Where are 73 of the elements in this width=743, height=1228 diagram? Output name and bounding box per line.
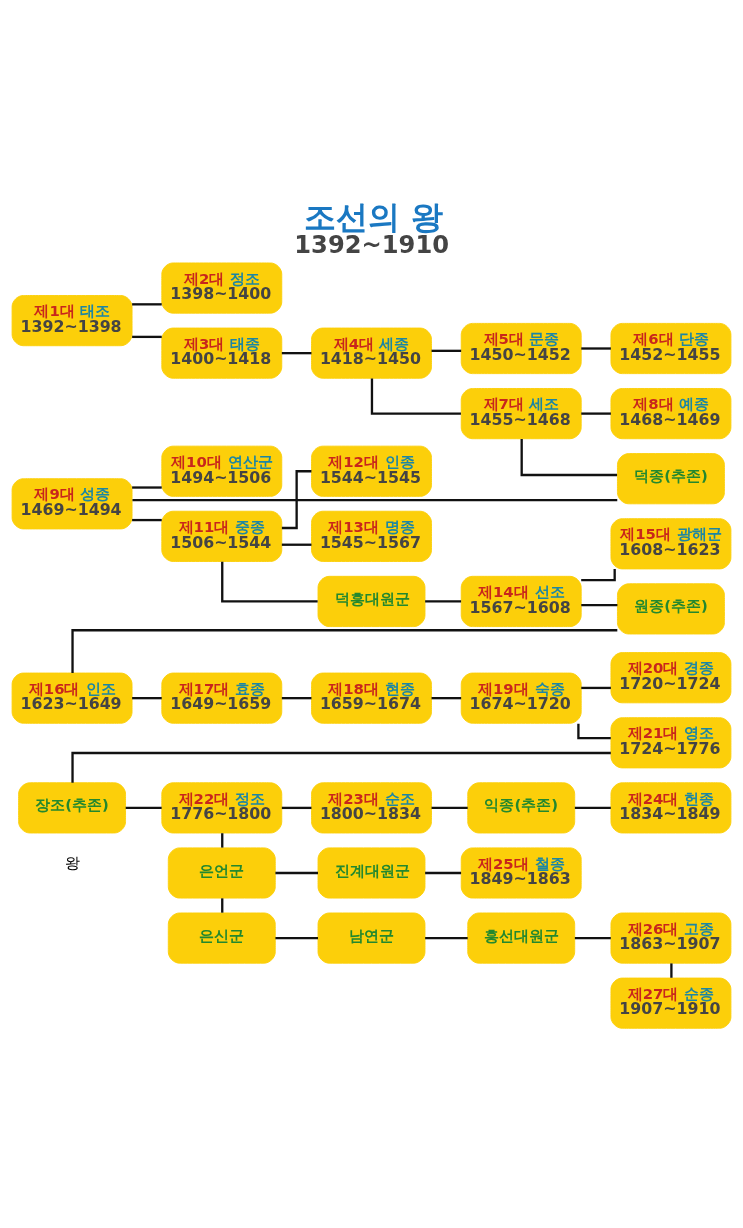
connector xyxy=(125,806,162,810)
connector xyxy=(431,697,462,700)
node-box: 제13대 명종 1545~1567 xyxy=(311,510,432,562)
connector xyxy=(281,352,312,355)
node-box: 제17대 효종 1649~1659 xyxy=(161,672,283,724)
connector xyxy=(281,543,312,546)
node-box: 제10대 연산군 1494~1506 xyxy=(161,445,283,497)
connector xyxy=(670,963,673,978)
node-box: 익종(추존) xyxy=(467,782,576,834)
node-box: 제5대 문종 1450~1452 xyxy=(460,322,582,375)
node-box: 제2대 정조 1398~1400 xyxy=(161,262,283,314)
connector xyxy=(425,871,462,875)
connector xyxy=(581,412,611,415)
connector xyxy=(574,806,611,810)
connector xyxy=(132,498,618,502)
node-box: 제27대 순종 1907~1910 xyxy=(610,977,732,1029)
node-box: 제26대 고종 1863~1907 xyxy=(610,912,732,964)
connector xyxy=(281,470,312,530)
node-box: 은언군 xyxy=(167,847,276,899)
node-box: 제12대 인종 1544~1545 xyxy=(311,445,432,497)
node-box: 제22대 정조 1776~1800 xyxy=(161,782,283,834)
node-box: 제15대 광해군 1608~1623 xyxy=(610,518,732,570)
node-box: 원종(추존) xyxy=(617,583,725,635)
node-box: 제19대 숙종 1674~1720 xyxy=(460,672,582,724)
node-box: 제11대 중종 1506~1544 xyxy=(161,510,283,562)
connector xyxy=(425,936,468,940)
connector xyxy=(221,898,224,913)
node-box: 제4대 세종 1418~1450 xyxy=(311,327,432,379)
connector xyxy=(71,751,611,783)
connector xyxy=(431,806,468,810)
node-box: 진계대원군 xyxy=(317,847,426,899)
node-box: 제14대 선조 1567~1608 xyxy=(460,575,582,627)
connector xyxy=(581,569,616,582)
connector xyxy=(281,806,312,810)
node-box: 남연군 xyxy=(317,912,426,964)
node-box: 제1대 태조 1392~1398 xyxy=(11,295,133,347)
connector xyxy=(581,686,611,690)
node-box: 덕흥대원군 xyxy=(317,575,426,627)
connector xyxy=(132,518,162,522)
connector xyxy=(275,871,318,875)
node-box: 제16대 인조 1623~1649 xyxy=(11,672,133,724)
connector xyxy=(221,561,318,603)
connector xyxy=(520,438,618,477)
connector xyxy=(221,833,224,848)
node-box: 제21대 영조 1724~1776 xyxy=(610,717,732,769)
connector xyxy=(132,303,162,306)
label: 왕 xyxy=(64,854,80,873)
node-box: 제24대 헌종 1834~1849 xyxy=(610,782,732,834)
connector xyxy=(281,697,312,700)
connector xyxy=(581,347,611,350)
node-box: 은신군 xyxy=(167,912,276,964)
node-box: 장조(추존) xyxy=(18,782,126,834)
connector xyxy=(574,936,611,940)
node-box: 덕종(추존) xyxy=(617,453,725,505)
node-box: 제23대 순조 1800~1834 xyxy=(311,782,432,834)
node-box: 제3대 태종 1400~1418 xyxy=(161,327,283,379)
node-box: 제18대 현종 1659~1674 xyxy=(311,672,432,724)
connector xyxy=(431,349,462,352)
node-box: 제9대 성종 1469~1494 xyxy=(11,478,133,530)
node-box: 제25대 철종 1849~1863 xyxy=(460,847,582,899)
node-box: 제8대 예종 1468~1469 xyxy=(610,388,732,440)
node-box: 흥선대원군 xyxy=(467,912,576,964)
connector xyxy=(370,378,461,415)
connector xyxy=(425,600,462,603)
connector xyxy=(71,629,618,673)
connector xyxy=(132,335,162,339)
connector xyxy=(275,936,318,940)
connector xyxy=(132,697,162,700)
node-box: 제20대 경종 1720~1724 xyxy=(610,652,732,704)
node-box: 제6대 단종 1452~1455 xyxy=(610,322,732,375)
node-box: 제7대 세조 1455~1468 xyxy=(460,388,582,440)
connector xyxy=(581,604,618,607)
connector xyxy=(132,486,162,489)
